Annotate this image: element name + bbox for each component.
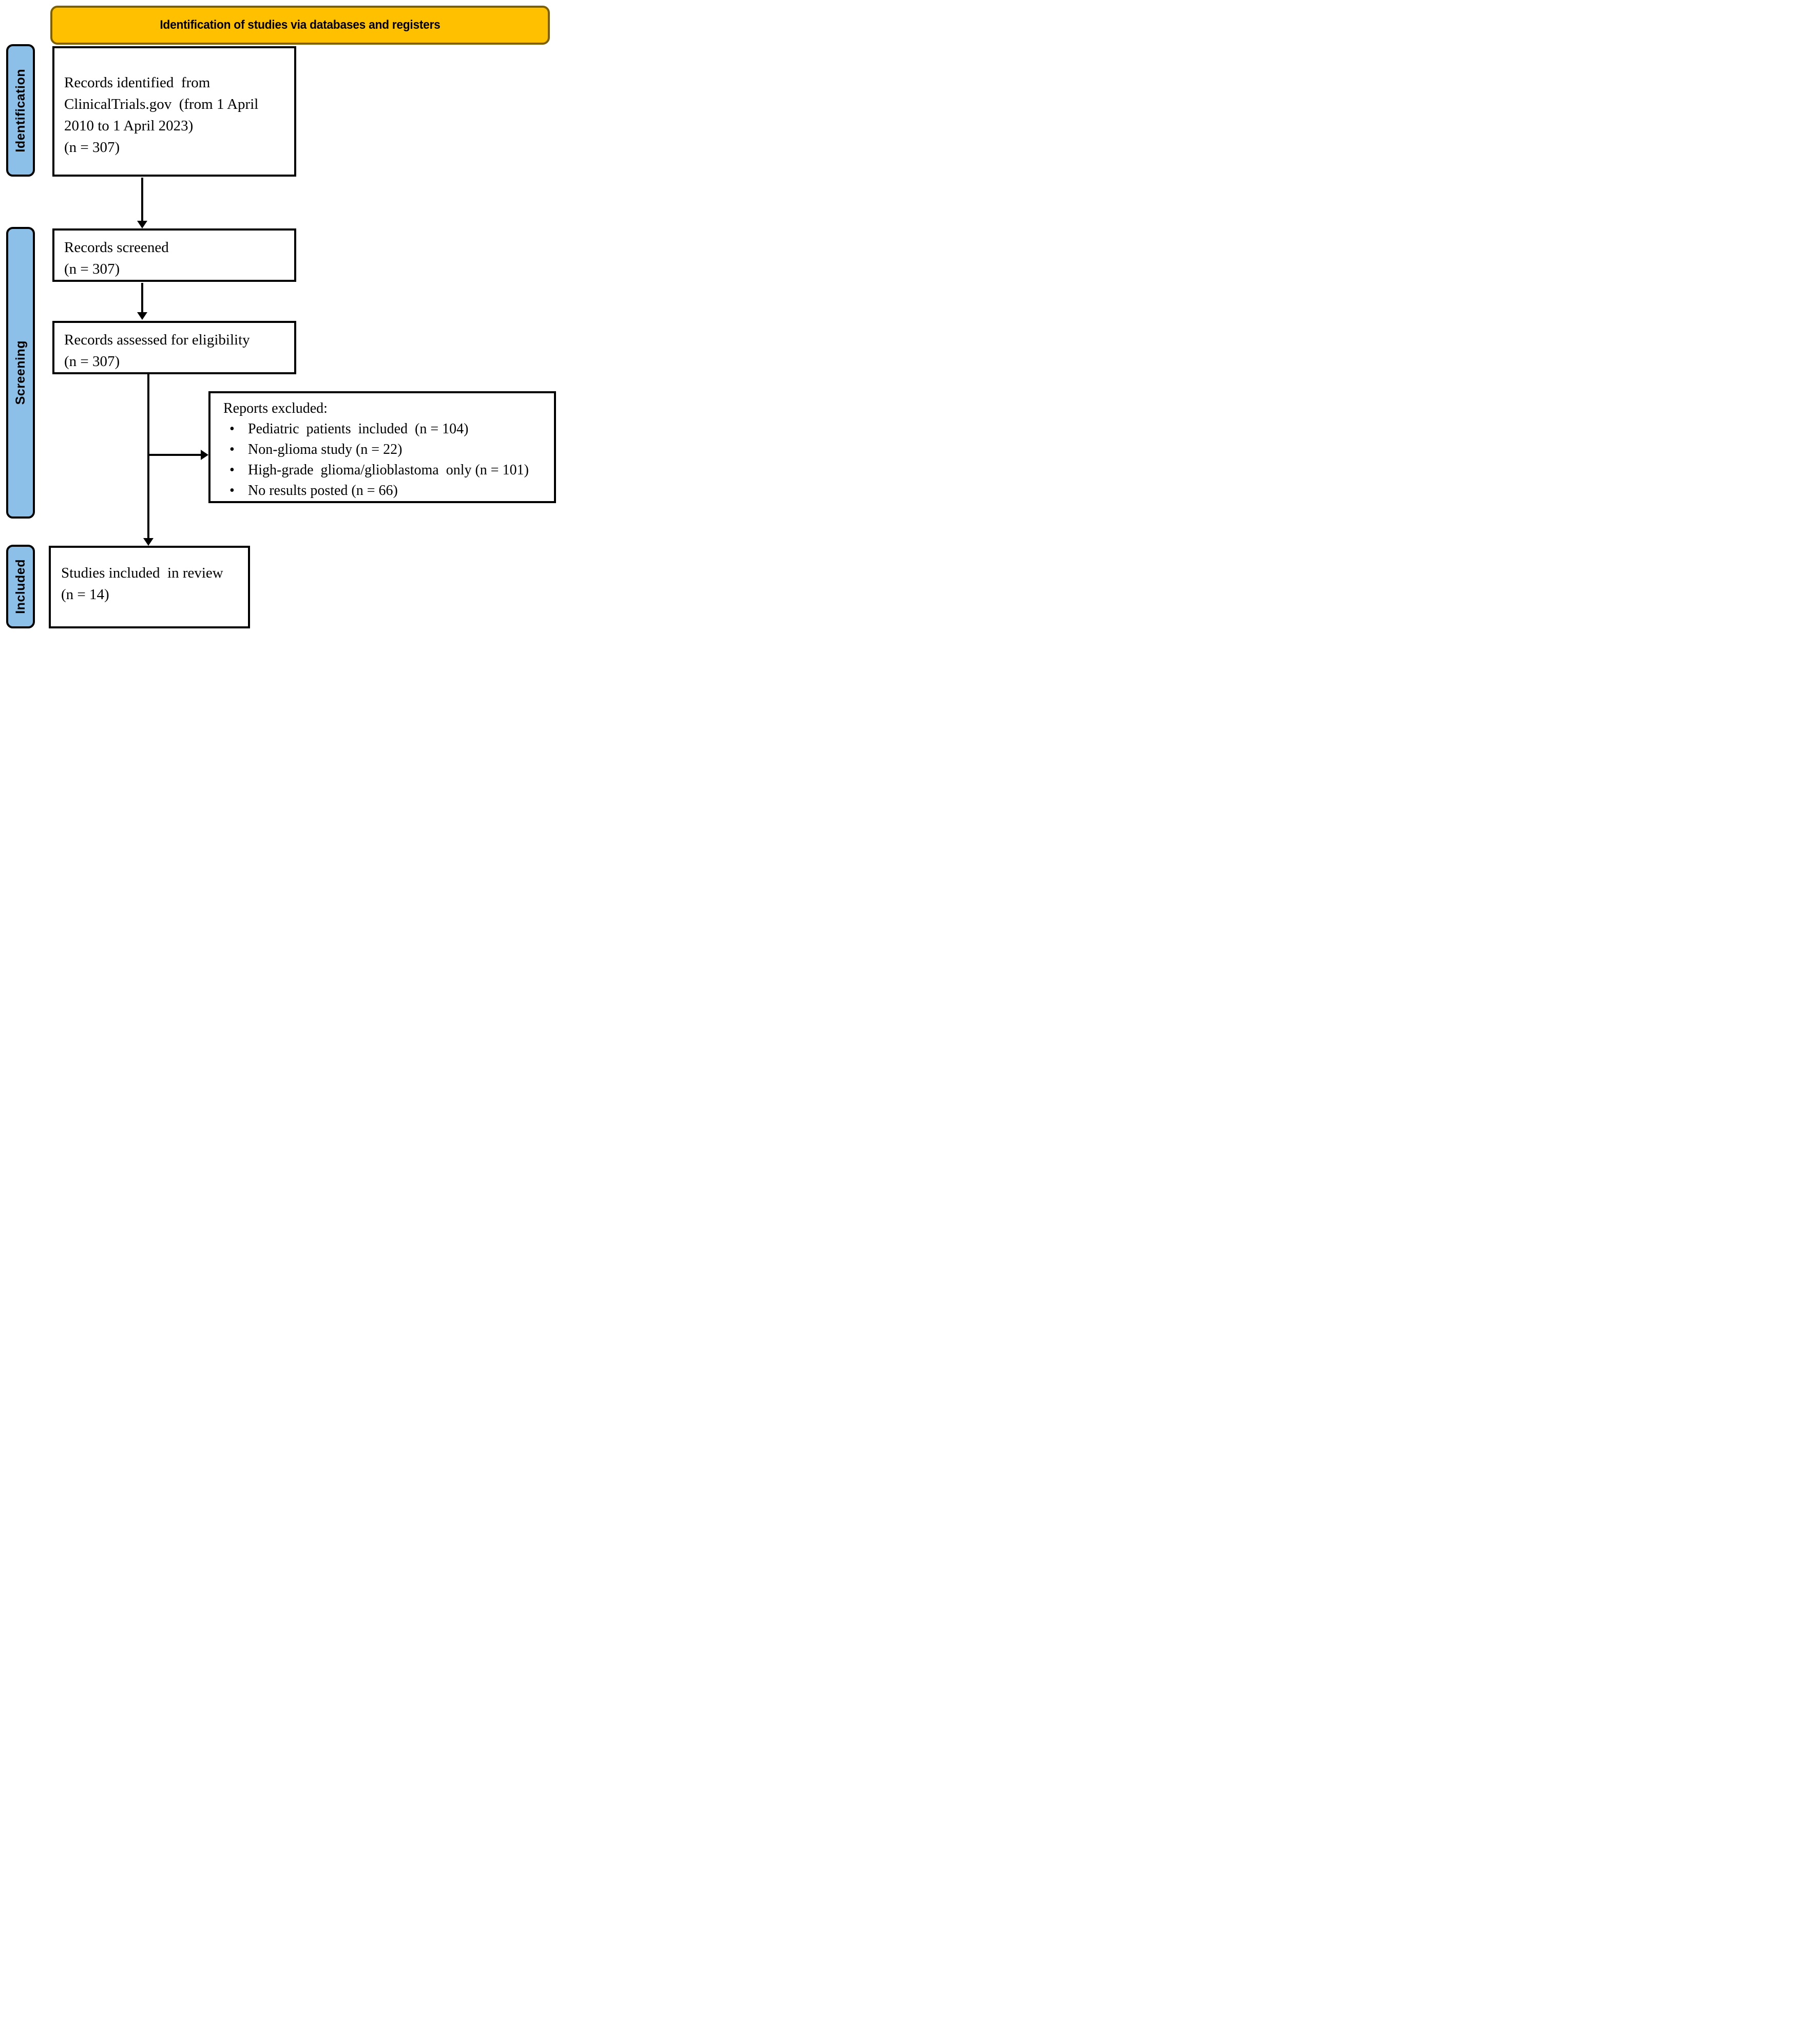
bullet-icon: • <box>229 483 235 499</box>
arrow-screened-to-assessed-shaft <box>141 283 143 313</box>
excluded-reason: Non-glioma study (n = 22) <box>248 442 403 457</box>
arrow-identified-to-screened-shaft <box>141 178 143 221</box>
node-text-line: (n = 307) <box>64 353 120 370</box>
node-text-line: 2010 to 1 April 2023) <box>64 118 194 134</box>
bullet-icon: • <box>229 421 235 437</box>
arrow-assessed-to-included-head <box>143 538 154 546</box>
sidebar-included: Included <box>6 545 35 628</box>
box-studies-included: Studies included in review (n = 14) <box>49 546 250 628</box>
node-text-line: Studies included in review <box>61 565 223 581</box>
excluded-reason: No results posted (n = 66) <box>248 483 398 499</box>
sidebar-screening: Screening <box>6 227 35 519</box>
arrow-screened-to-assessed-head <box>137 312 147 320</box>
bullet-icon: • <box>229 442 235 457</box>
excluded-reason-row: • Non-glioma study (n = 22) <box>223 439 551 460</box>
arrow-assessed-to-excluded-shaft <box>148 454 201 456</box>
header-banner: Identification of studies via databases … <box>50 6 550 45</box>
box-reports-excluded: Reports excluded: • Pediatric patients i… <box>208 391 556 503</box>
excluded-reason-row: • Pediatric patients included (n = 104) <box>223 419 551 439</box>
sidebar-included-label: Included <box>13 559 28 614</box>
arrow-assessed-to-excluded-head <box>201 450 208 460</box>
box-records-screened: Records screened (n = 307) <box>52 228 296 282</box>
prisma-flow-diagram: Identification of studies via databases … <box>0 0 565 630</box>
header-title: Identification of studies via databases … <box>160 18 440 32</box>
arrow-identified-to-screened-head <box>137 221 147 228</box>
node-text-line: (n = 14) <box>61 586 109 603</box>
node-text-line: ClinicalTrials.gov (from 1 April <box>64 96 259 112</box>
node-text-line: Records identified from <box>64 74 210 91</box>
excluded-reason-row: • No results posted (n = 66) <box>223 481 551 501</box>
excluded-reason: High-grade glioma/glioblastoma only (n =… <box>248 462 529 478</box>
excluded-title: Reports excluded: <box>223 400 328 416</box>
node-text-line: (n = 307) <box>64 261 120 277</box>
sidebar-identification-label: Identification <box>13 68 28 152</box>
excluded-reason: Pediatric patients included (n = 104) <box>248 421 469 437</box>
box-records-identified: Records identified from ClinicalTrials.g… <box>52 46 296 177</box>
arrow-assessed-to-included-shaft <box>147 373 149 539</box>
box-records-assessed: Records assessed for eligibility (n = 30… <box>52 321 296 374</box>
excluded-reason-row: • High-grade glioma/glioblastoma only (n… <box>223 460 551 481</box>
bullet-icon: • <box>229 462 235 478</box>
node-text-line: Records screened <box>64 239 169 256</box>
sidebar-screening-label: Screening <box>13 340 28 405</box>
node-text-line: Records assessed for eligibility <box>64 332 250 348</box>
sidebar-identification: Identification <box>6 44 35 177</box>
node-text-line: (n = 307) <box>64 139 120 156</box>
